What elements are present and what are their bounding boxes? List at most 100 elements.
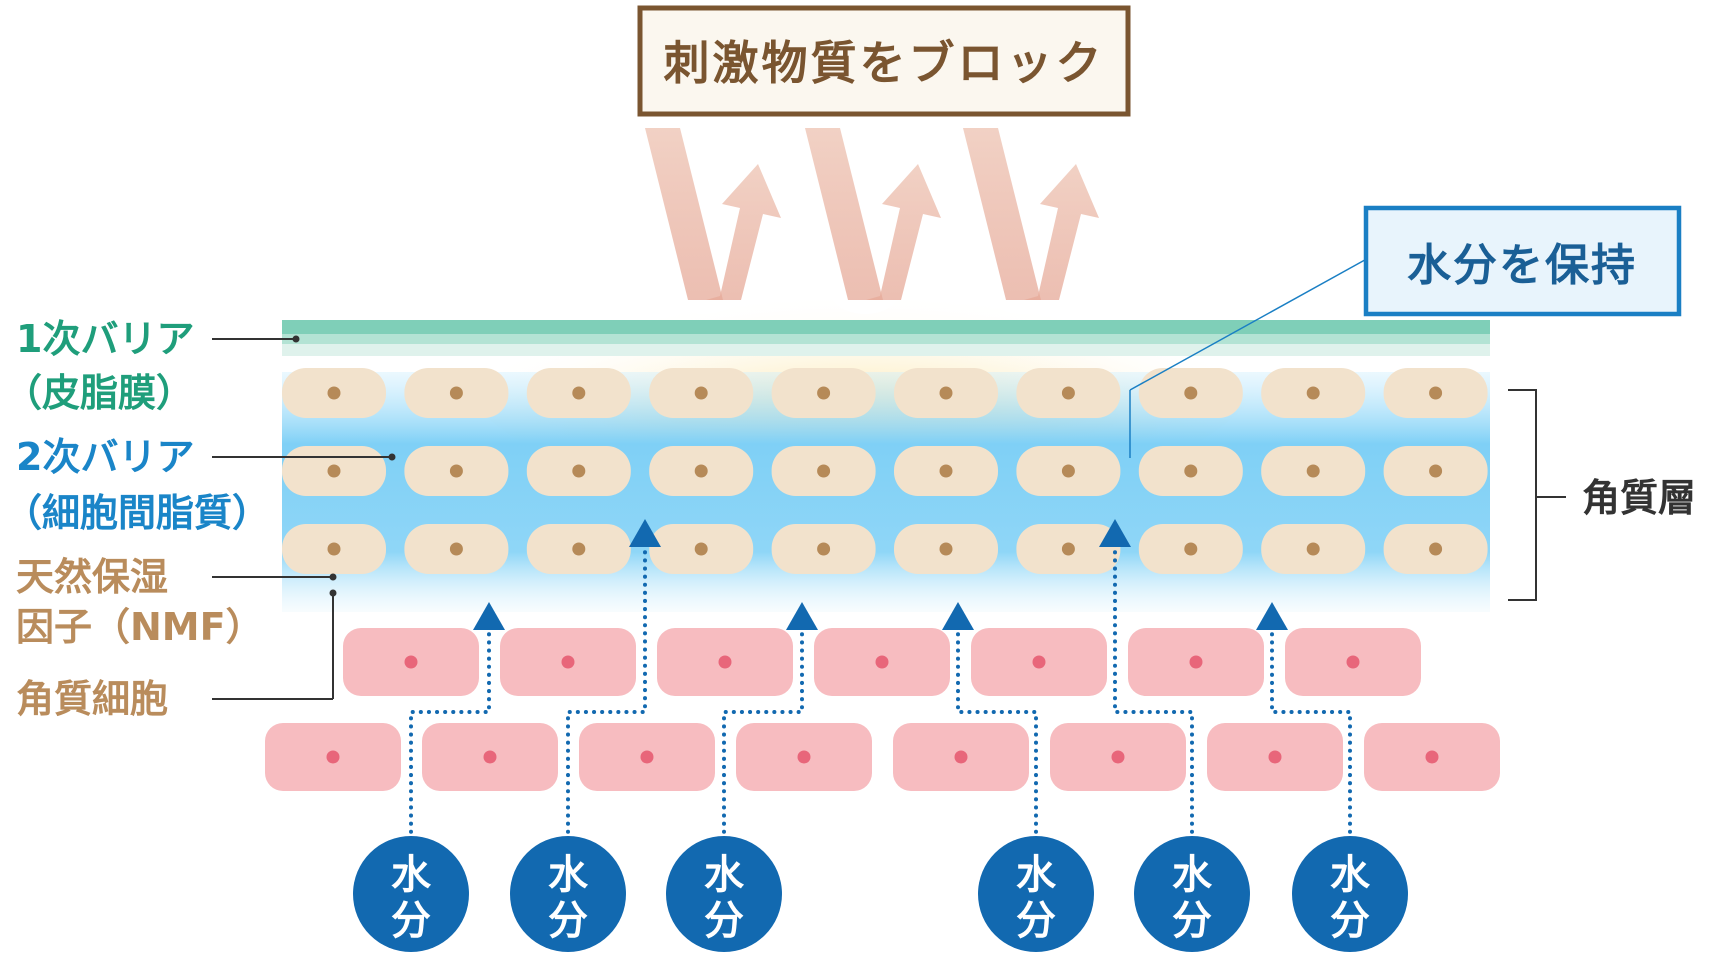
nmf-dot bbox=[1184, 386, 1198, 400]
nmf-label-line2: 因子（NMF） bbox=[16, 605, 264, 649]
barrier1-label: 1次バリア （皮脂膜） bbox=[4, 317, 300, 415]
stimulus-arrows bbox=[645, 128, 1099, 300]
corneocyte bbox=[1261, 524, 1366, 574]
corneocyte bbox=[649, 524, 754, 574]
cell-nucleus bbox=[1032, 655, 1046, 669]
nmf-dot bbox=[1184, 464, 1198, 478]
nmf-dot bbox=[817, 386, 831, 400]
corneocyte bbox=[771, 524, 876, 574]
nmf-dot bbox=[1429, 542, 1443, 556]
stimulus-arrow-3 bbox=[963, 128, 1041, 300]
water-arrowhead bbox=[1099, 519, 1131, 547]
cell-nucleus bbox=[875, 655, 889, 669]
water-badge-line1: 水 bbox=[548, 852, 589, 898]
living-cell bbox=[971, 628, 1107, 696]
water-badge: 水分 bbox=[978, 836, 1094, 952]
nmf-dot bbox=[939, 386, 953, 400]
nmf-dot bbox=[694, 386, 708, 400]
water-badge: 水分 bbox=[510, 836, 626, 952]
corneocyte bbox=[1261, 446, 1366, 496]
reflect-arrow-3 bbox=[1024, 164, 1099, 300]
nmf-dot bbox=[1306, 464, 1320, 478]
corneocyte bbox=[1383, 446, 1488, 496]
living-cell bbox=[1364, 723, 1500, 791]
retain-moisture-callout: 水分を保持 bbox=[1129, 205, 1682, 458]
corneocyte-grid bbox=[282, 368, 1488, 574]
living-cell bbox=[736, 723, 872, 791]
stratum-corneum-label: 角質層 bbox=[1582, 476, 1696, 520]
corneocyte bbox=[526, 446, 631, 496]
living-cell bbox=[265, 723, 401, 791]
water-badge: 水分 bbox=[666, 836, 782, 952]
corneocyte bbox=[282, 524, 386, 574]
cell-nucleus bbox=[561, 655, 575, 669]
water-badge-line2: 分 bbox=[391, 898, 431, 944]
title-text: 刺激物質をブロック bbox=[664, 36, 1105, 90]
nmf-dot bbox=[817, 542, 831, 556]
water-badge: 水分 bbox=[1292, 836, 1408, 952]
living-cell bbox=[343, 628, 479, 696]
corneocyte-label: 角質細胞 bbox=[16, 589, 337, 721]
corneocyte bbox=[1138, 524, 1243, 574]
nmf-dot bbox=[327, 542, 341, 556]
water-badge-line2: 分 bbox=[1016, 898, 1056, 944]
corneocyte bbox=[282, 446, 386, 496]
corneocyte bbox=[894, 368, 998, 418]
nmf-dot bbox=[1061, 542, 1075, 556]
cell-nucleus bbox=[1425, 750, 1439, 764]
cell-nucleus bbox=[954, 750, 968, 764]
living-cell bbox=[579, 723, 715, 791]
corneocyte bbox=[649, 446, 754, 496]
cell-nucleus bbox=[1189, 655, 1203, 669]
corneocyte bbox=[404, 368, 509, 418]
corneocyte bbox=[1016, 368, 1121, 418]
cell-nucleus bbox=[718, 655, 732, 669]
corneocyte bbox=[1261, 368, 1366, 418]
nmf-dot bbox=[1306, 386, 1320, 400]
living-cell bbox=[1050, 723, 1186, 791]
corneocyte bbox=[404, 524, 509, 574]
nmf-dot bbox=[1429, 386, 1443, 400]
cell-nucleus bbox=[404, 655, 418, 669]
corneocyte bbox=[771, 446, 876, 496]
stimulus-arrow-2 bbox=[805, 128, 883, 300]
corneocyte bbox=[526, 524, 631, 574]
nmf-dot bbox=[1306, 542, 1320, 556]
barrier1-label-line2: （皮脂膜） bbox=[4, 371, 194, 415]
cell-nucleus bbox=[797, 750, 811, 764]
nmf-dot bbox=[939, 542, 953, 556]
water-badge-line2: 分 bbox=[1330, 898, 1370, 944]
water-badge-line1: 水 bbox=[1330, 852, 1371, 898]
living-cell-layer bbox=[265, 628, 1500, 791]
water-badge: 水分 bbox=[1134, 836, 1250, 952]
barrier2-label: 2次バリア （細胞間脂質） bbox=[4, 435, 396, 535]
nmf-label-line1: 天然保湿 bbox=[16, 555, 168, 599]
nmf-dot bbox=[1184, 542, 1198, 556]
corneocyte bbox=[771, 368, 876, 418]
nmf-dot bbox=[327, 386, 341, 400]
nmf-dot bbox=[1061, 386, 1075, 400]
nmf-dot bbox=[694, 464, 708, 478]
cell-nucleus bbox=[326, 750, 340, 764]
corneocyte bbox=[1138, 368, 1243, 418]
barrier2-label-line2: （細胞間脂質） bbox=[4, 491, 270, 535]
water-arrowheads bbox=[473, 519, 1288, 630]
nmf-dot bbox=[939, 464, 953, 478]
nmf-dot bbox=[327, 464, 341, 478]
water-arrowhead bbox=[473, 602, 505, 630]
nmf-dot bbox=[694, 542, 708, 556]
corneocyte bbox=[1138, 446, 1243, 496]
corneocyte bbox=[894, 446, 998, 496]
corneocyte bbox=[1016, 524, 1121, 574]
callout-text: 水分を保持 bbox=[1407, 240, 1637, 291]
water-badge-line2: 分 bbox=[1172, 898, 1212, 944]
corneocyte bbox=[894, 524, 998, 574]
corneocyte bbox=[649, 368, 754, 418]
title-box: 刺激物質をブロック bbox=[637, 5, 1131, 117]
living-cell bbox=[1207, 723, 1343, 791]
water-arrowhead bbox=[629, 519, 661, 547]
reflect-arrow-1 bbox=[706, 164, 781, 300]
water-badge-line1: 水 bbox=[391, 852, 432, 898]
